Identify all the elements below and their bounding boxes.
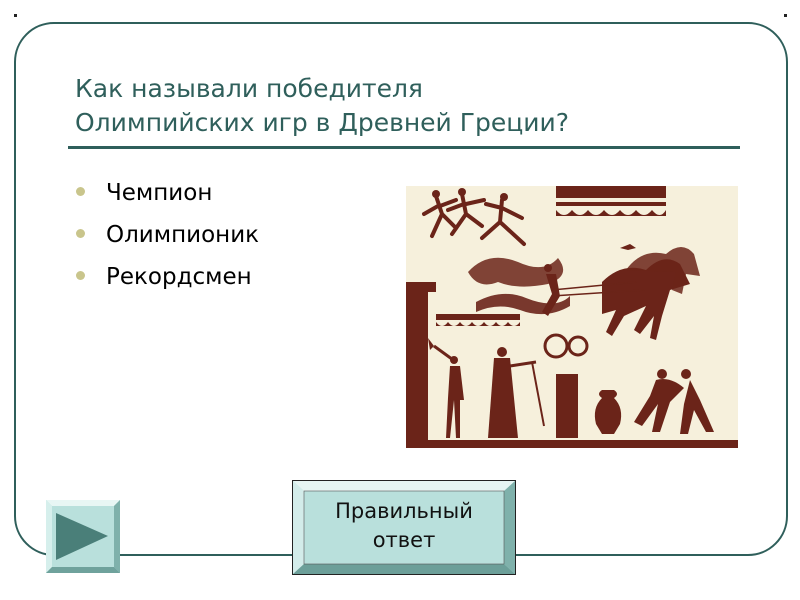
answer-option-champion: Чемпион <box>76 172 259 214</box>
answer-option-olympionic: Олимпионик <box>76 214 259 256</box>
slide-title-line: Как называли победителя <box>75 74 423 103</box>
answer-label: Олимпионик <box>106 222 260 248</box>
answer-option-record-holder: Рекордсмен <box>76 256 259 298</box>
correct-answer-label-line: ответ <box>372 528 436 552</box>
slide-title: Как называли победителя Олимпийских игр … <box>75 72 735 140</box>
triangle-right-icon <box>46 500 120 573</box>
correct-answer-button[interactable]: Правильный ответ <box>292 480 516 575</box>
corner-dot <box>784 14 787 17</box>
bullet-icon <box>76 186 85 196</box>
corner-dot <box>14 14 17 17</box>
bullet-icon <box>76 228 85 238</box>
bullet-icon <box>76 270 85 280</box>
title-divider <box>68 146 740 149</box>
previous-slide-button[interactable] <box>46 500 120 573</box>
answer-label: Рекордсмен <box>106 264 252 290</box>
correct-answer-label: Правильный ответ <box>292 497 516 555</box>
ancient-greek-vase-painting-icon <box>406 186 738 448</box>
answer-list: Чемпион Олимпионик Рекордсмен <box>76 172 259 298</box>
correct-answer-label-line: Правильный <box>335 499 473 523</box>
answer-label: Чемпион <box>106 180 213 206</box>
slide-title-line: Олимпийских игр в Древней Греции? <box>75 108 570 137</box>
button-bevel <box>292 480 516 575</box>
